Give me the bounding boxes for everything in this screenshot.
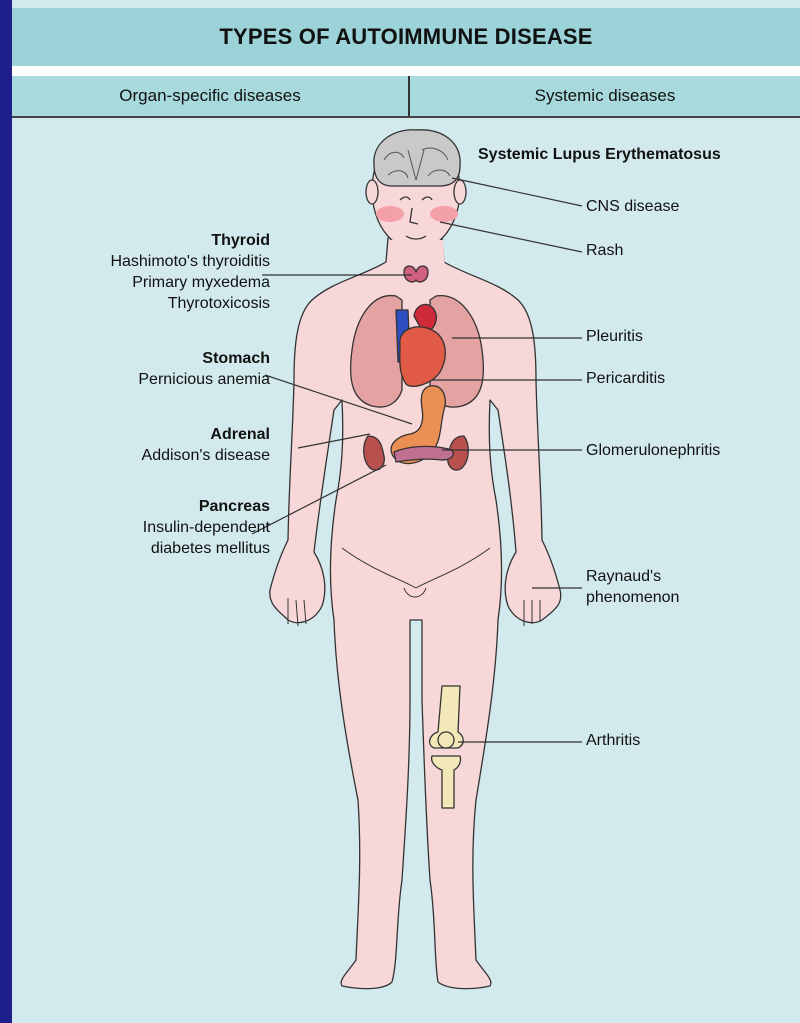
- pancreas-disease-2: diabetes mellitus: [143, 538, 270, 559]
- label-pleuritis: Pleuritis: [586, 326, 643, 347]
- organ-thyroid: Thyroid Hashimoto's thyroiditis Primary …: [110, 230, 270, 314]
- label-glomerulonephritis: Glomerulonephritis: [586, 440, 720, 461]
- leader-cns: [452, 178, 582, 206]
- stomach-disease-1: Pernicious anemia: [138, 369, 270, 390]
- adrenal-disease-1: Addison's disease: [142, 445, 270, 466]
- diagram-panel: TYPES OF AUTOIMMUNE DISEASE Organ-specif…: [12, 0, 800, 1023]
- label-cns-disease: CNS disease: [586, 196, 679, 217]
- organ-adrenal-title: Adrenal: [142, 424, 270, 445]
- label-rash: Rash: [586, 240, 623, 261]
- organ-pancreas: Pancreas Insulin-dependent diabetes mell…: [143, 496, 270, 559]
- thyroid-disease-2: Primary myxedema: [110, 272, 270, 293]
- organ-thyroid-title: Thyroid: [110, 230, 270, 251]
- label-raynauds: Raynaud's phenomenon: [586, 566, 679, 608]
- sle-heading: Systemic Lupus Erythematosus: [478, 144, 721, 165]
- thyroid-disease-1: Hashimoto's thyroiditis: [110, 251, 270, 272]
- label-raynauds-line1: Raynaud's: [586, 566, 679, 587]
- organ-pancreas-title: Pancreas: [143, 496, 270, 517]
- label-arthritis: Arthritis: [586, 730, 640, 751]
- pancreas: [394, 446, 453, 462]
- patella: [438, 732, 454, 748]
- organ-stomach: Stomach Pernicious anemia: [138, 348, 270, 390]
- label-pericarditis: Pericarditis: [586, 368, 665, 389]
- thyroid-disease-3: Thyrotoxicosis: [110, 293, 270, 314]
- leader-rash: [440, 222, 582, 252]
- organ-stomach-title: Stomach: [138, 348, 270, 369]
- neck: [387, 240, 445, 270]
- label-raynauds-line2: phenomenon: [586, 587, 679, 608]
- organ-adrenal: Adrenal Addison's disease: [142, 424, 270, 466]
- pancreas-disease-1: Insulin-dependent: [143, 517, 270, 538]
